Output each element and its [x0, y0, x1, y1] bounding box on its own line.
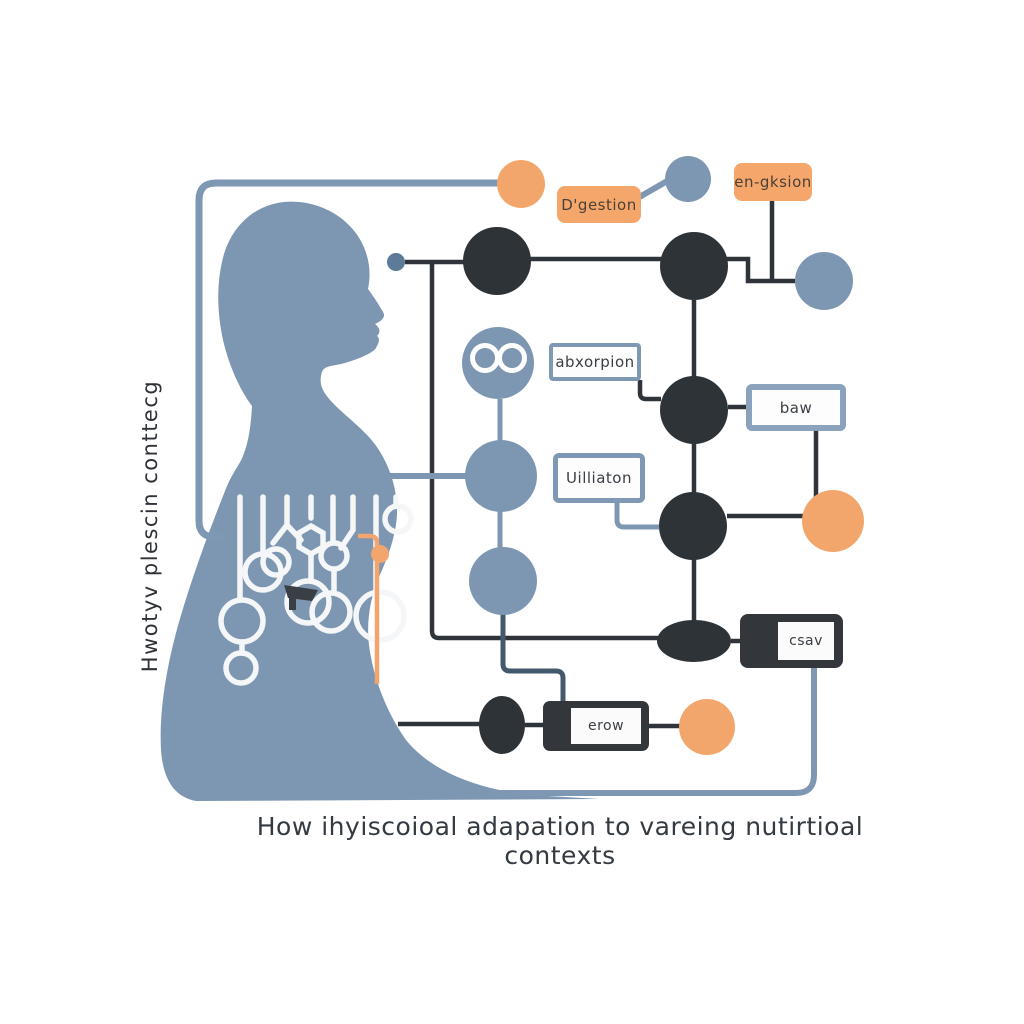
top-right-blue-node: [795, 252, 853, 310]
column-to-erow-elbow: [500, 613, 566, 701]
erow-label: erow: [587, 718, 625, 734]
orange-line: [358, 533, 380, 684]
baw-box: baw: [746, 384, 846, 431]
small-blue-dot: [387, 253, 405, 271]
right-orange-node: [802, 490, 864, 552]
utilisation-box: Uilliaton: [553, 453, 645, 503]
bottom-dark-ellipse-node: [479, 696, 525, 754]
baw-label: baw: [779, 398, 813, 417]
engestion-box: en-gksion: [734, 163, 812, 201]
erow-box: erow: [543, 701, 649, 751]
utilisation-elbow: [614, 503, 659, 530]
utilisation-label: Uilliaton: [566, 469, 632, 487]
dark-wedge-decoration: [284, 585, 318, 610]
dark-ellipse-node: [657, 620, 731, 662]
engestion-label: en-gksion: [734, 173, 812, 191]
blue-node-3: [469, 547, 537, 615]
bottom-orange-node: [679, 699, 735, 755]
dark-node-2: [660, 232, 728, 300]
blue-node-2: [465, 440, 537, 512]
csav-return-line: [490, 668, 817, 796]
dark-node-1: [463, 227, 531, 295]
csav-label: csav: [789, 633, 823, 649]
dark-node-3: [660, 376, 728, 444]
side-label: Hwotyv plescin conttecg: [138, 379, 162, 673]
dark-node-4: [659, 492, 727, 560]
orange-line-dot: [371, 545, 389, 563]
top-orange-node: [497, 160, 545, 208]
caption: How ihyiscoioal adapation to vareing nut…: [256, 812, 864, 870]
digestion-label: D'gestion: [561, 195, 637, 214]
absorption-box: abxorpion: [549, 343, 641, 381]
frame-line: [195, 179, 505, 541]
csav-inner-panel: csav: [778, 622, 834, 660]
double-circle-icon: [470, 343, 527, 373]
digestion-box: D'gestion: [557, 186, 641, 223]
erow-inner-panel: erow: [571, 708, 641, 744]
csav-box: csav: [740, 614, 843, 668]
absorption-label: abxorpion: [555, 353, 635, 371]
human-silhouette: [160, 201, 601, 801]
digestion-blue-node: [665, 156, 711, 202]
